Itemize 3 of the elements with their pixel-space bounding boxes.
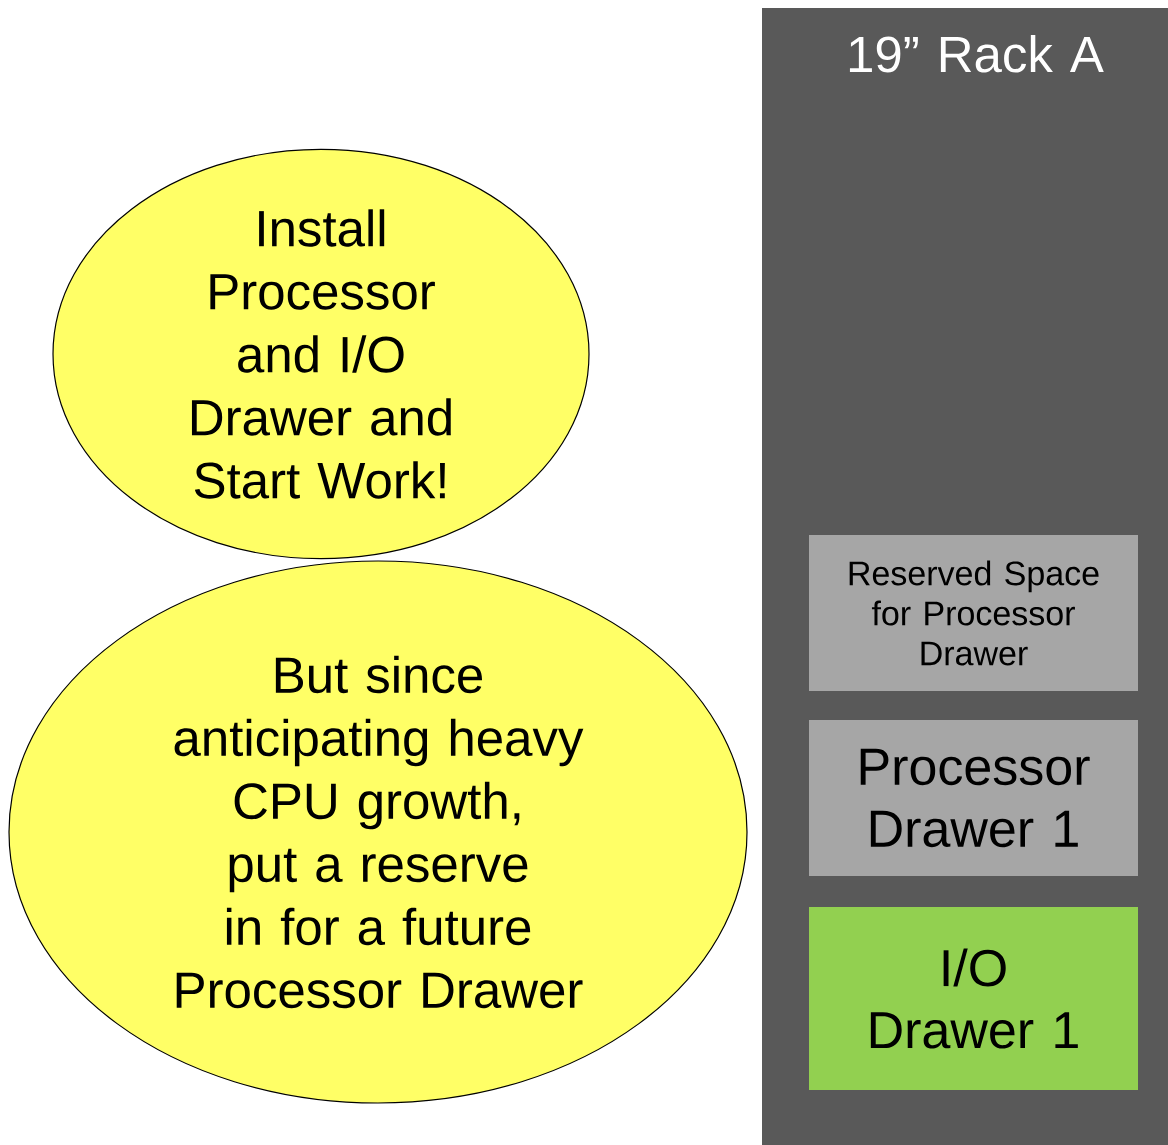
drawer-box: I/O Drawer 1	[809, 907, 1138, 1090]
drawer-box: Processor Drawer 1	[809, 720, 1138, 876]
drawer-box: Reserved Space for Processor Drawer	[809, 535, 1138, 691]
